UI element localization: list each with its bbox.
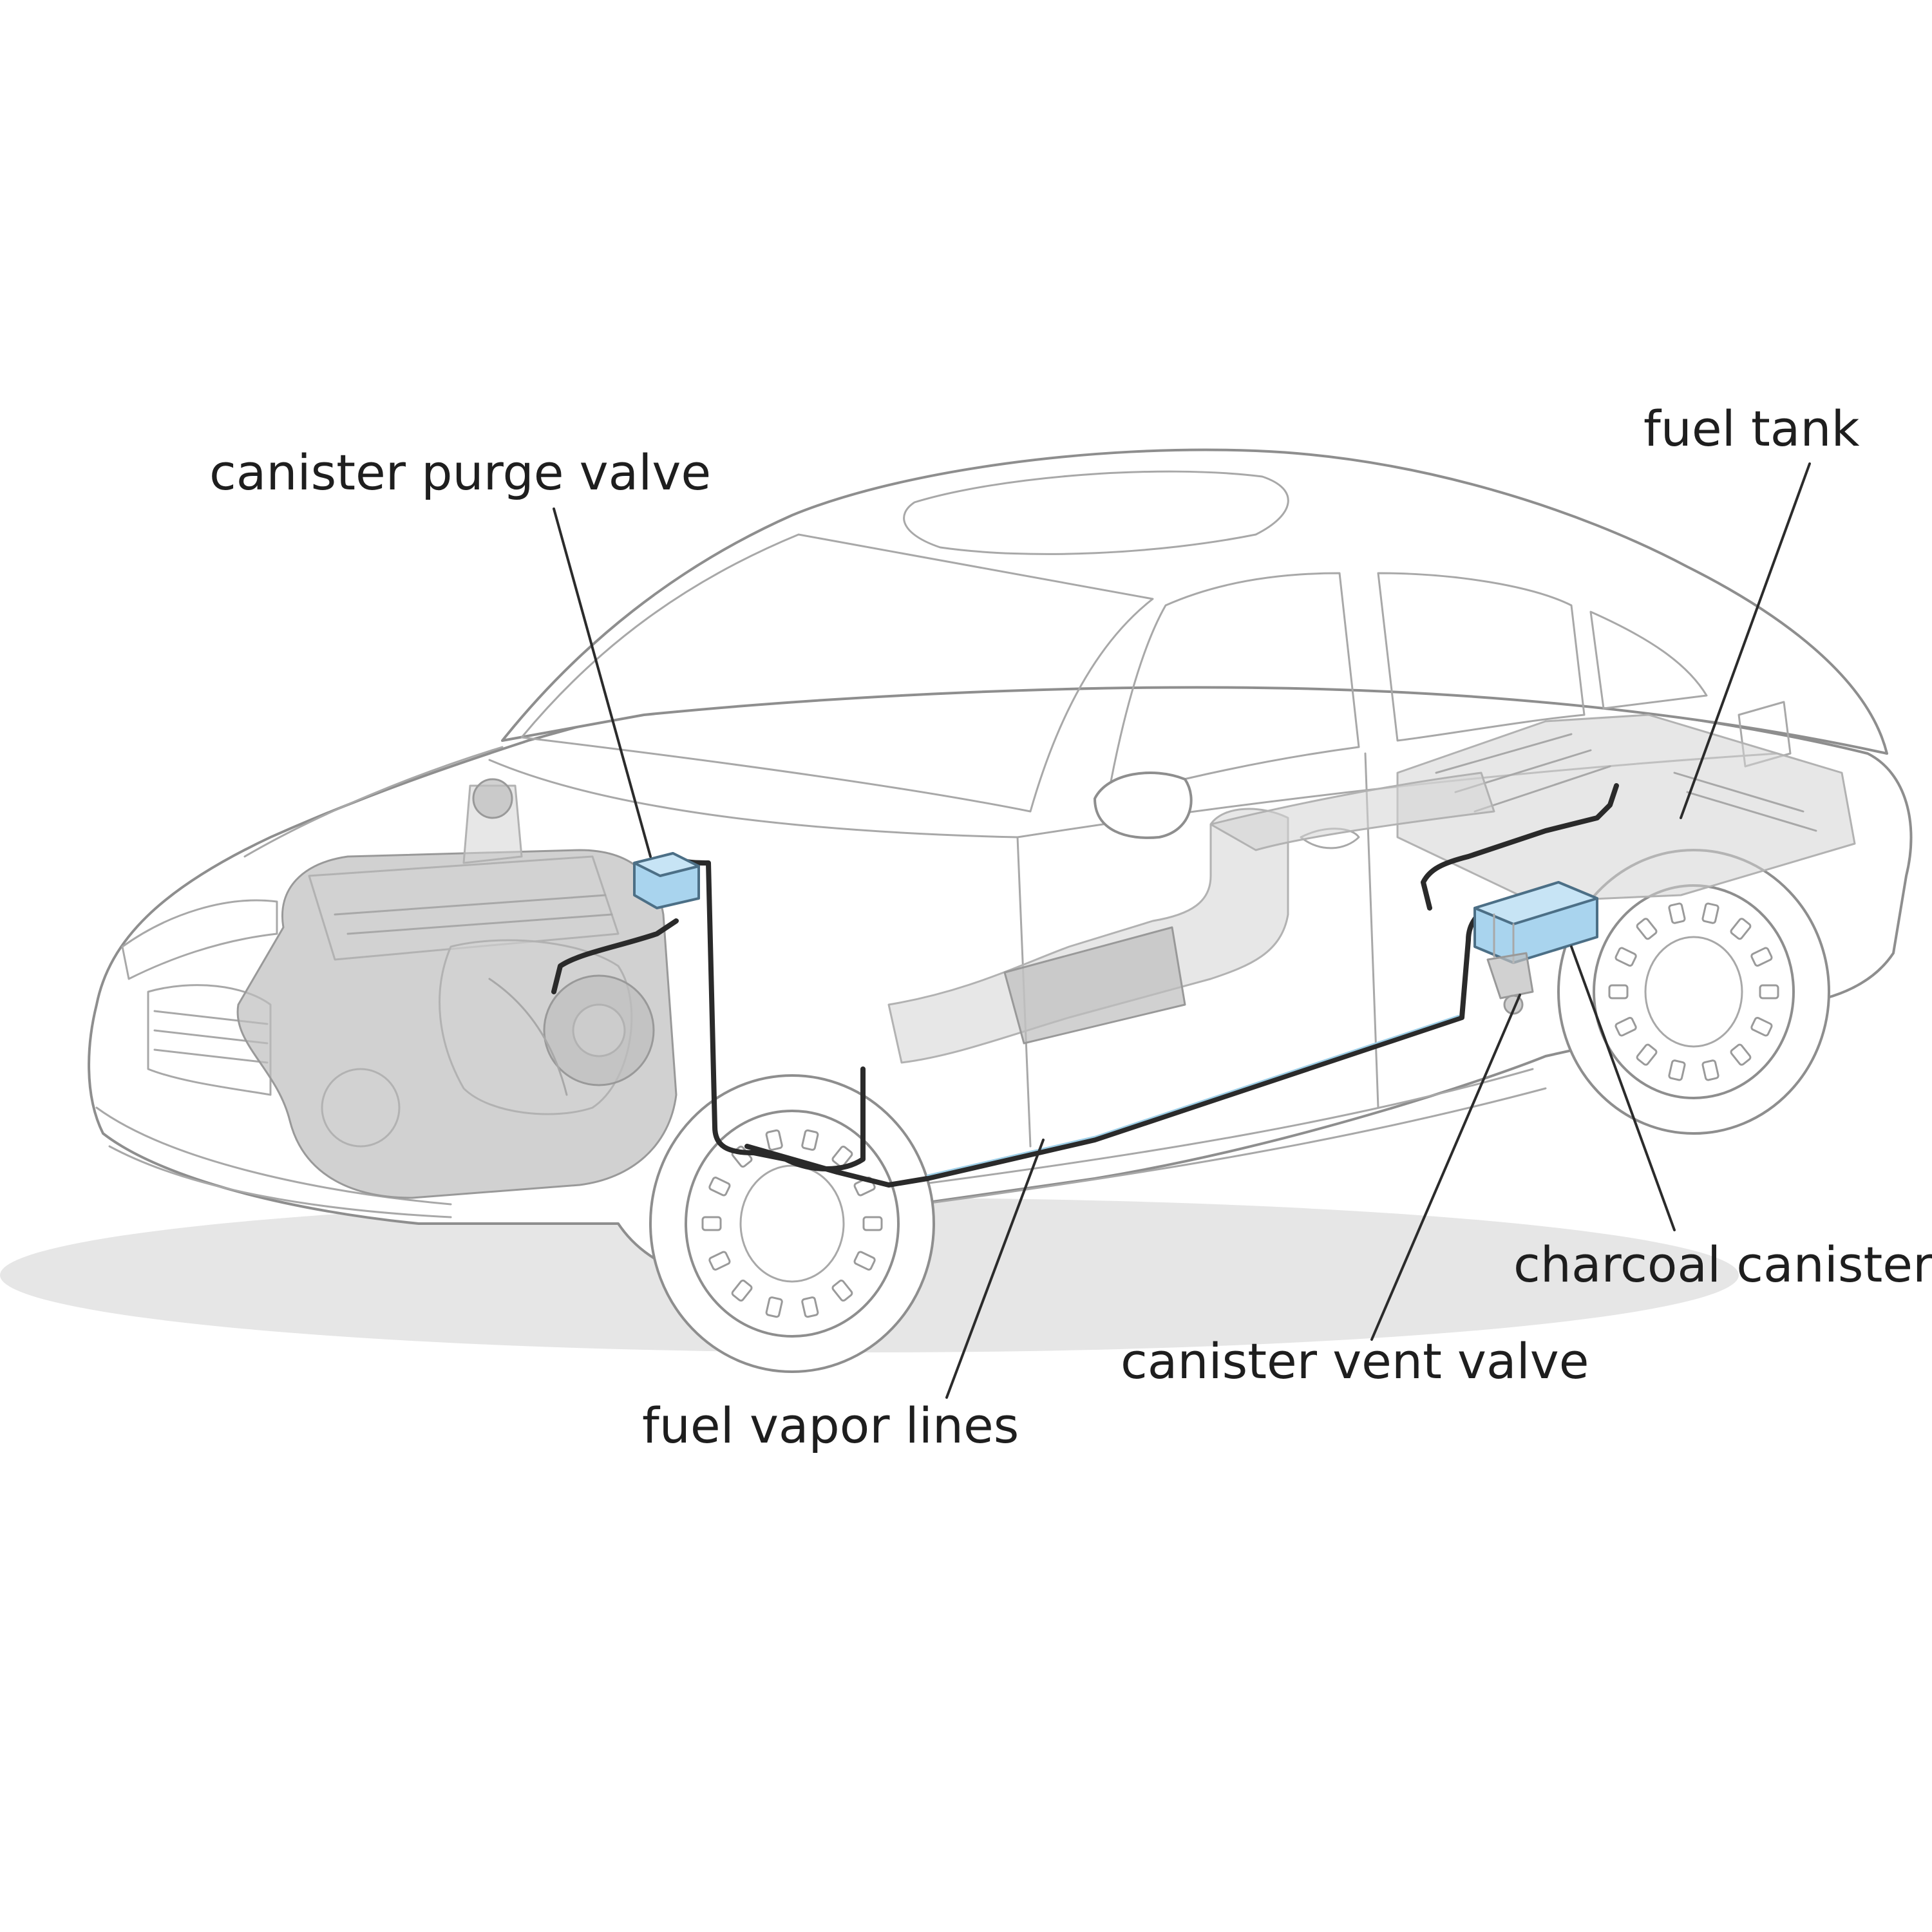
wheel-slot — [731, 1279, 753, 1302]
label-canister-vent-valve: canister vent valve — [1121, 1332, 1589, 1390]
wheel-slot — [1636, 918, 1658, 940]
label-fuel-vapor-lines: fuel vapor lines — [642, 1397, 1019, 1454]
wheel-slot — [701, 1216, 722, 1231]
wheel-slot — [1636, 1043, 1658, 1066]
rocker-panel — [913, 1068, 1547, 1206]
wheel-slot — [862, 1216, 883, 1231]
rear-wheel — [1557, 849, 1830, 1135]
label-fuel-tank: fuel tank — [1643, 400, 1860, 457]
wheel-slot — [1615, 947, 1637, 967]
label-canister-purge-valve: canister purge valve — [209, 444, 711, 501]
leader-charcoal-canister — [1570, 945, 1676, 1231]
front-wheel — [649, 1074, 935, 1373]
rear-door-window — [1377, 572, 1586, 742]
engine-block — [236, 778, 677, 1199]
wheel-slot — [1730, 1043, 1752, 1066]
canister-vent-valve-part — [1486, 952, 1534, 1015]
wheel-slot — [1750, 947, 1773, 967]
canister-purge-valve-part — [633, 852, 700, 909]
front-door-window — [1106, 572, 1360, 800]
wheel-slot — [1668, 1059, 1686, 1081]
leader-lines — [553, 462, 1811, 1399]
wheel-slot — [1701, 1059, 1719, 1081]
wheel-slot — [1615, 1016, 1637, 1037]
wheel-slot — [1608, 984, 1629, 999]
exhaust-system — [887, 772, 1495, 1064]
wheel-slot — [765, 1129, 783, 1151]
wheel-slot — [831, 1145, 853, 1168]
wheel-slot — [765, 1296, 783, 1318]
label-charcoal-canister: charcoal canister — [1513, 1236, 1932, 1293]
hood-line — [243, 746, 1019, 858]
side-mirror — [1094, 772, 1193, 839]
leader-canister-vent-valve — [1370, 994, 1521, 1341]
wheel-slot — [801, 1296, 819, 1318]
leader-fuel-tank — [1680, 462, 1811, 819]
charcoal-canister-part — [1473, 881, 1598, 964]
wheel-slot — [1730, 918, 1752, 940]
fuel-vapor-lines-part — [551, 783, 1619, 1188]
wheel-slot — [801, 1129, 819, 1151]
headlight — [121, 899, 278, 980]
wheel-slot — [1701, 902, 1719, 924]
labels: canister purge valve fuel tank charcoal … — [209, 400, 1932, 1454]
wheel-slot — [831, 1279, 853, 1302]
rear-quarter-window — [1589, 611, 1708, 710]
leader-canister-purge-valve — [553, 507, 652, 858]
wheel-slot — [1750, 1016, 1773, 1037]
sunroof — [903, 470, 1289, 555]
fuel-tank-part — [1396, 714, 1856, 903]
windshield — [520, 533, 1154, 813]
wheel-slot — [708, 1251, 731, 1271]
wheel-slot — [1668, 902, 1686, 924]
wheel-slot — [1759, 984, 1779, 999]
leader-fuel-vapor-lines — [945, 1139, 1045, 1399]
wheel-slot — [708, 1177, 731, 1197]
wheel-slot — [853, 1251, 876, 1271]
